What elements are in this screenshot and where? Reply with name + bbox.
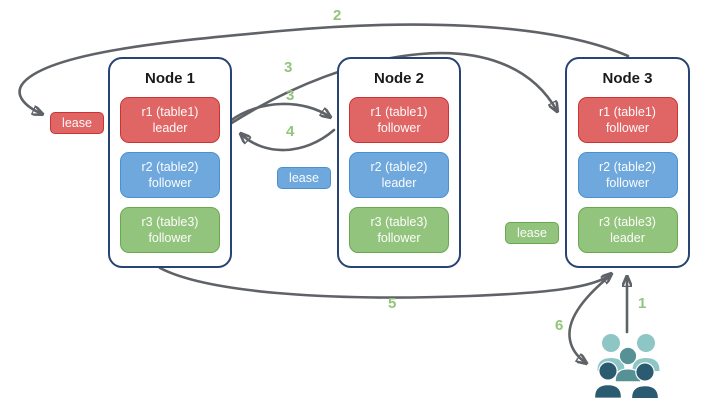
node-title: Node 1 <box>144 70 195 87</box>
replica-name: r3 (table3) <box>141 215 199 229</box>
replica-role: follower <box>148 176 192 190</box>
arrow-step-3-to-node2 <box>228 102 330 123</box>
replica-role: follower <box>148 231 192 245</box>
users-icon <box>594 332 661 398</box>
step-label-4: 4 <box>286 123 295 140</box>
step-label-5: 5 <box>388 295 397 312</box>
person-icon <box>594 361 623 398</box>
node-3-card: Node 3 r1 (table1) follower r2 (table2) … <box>565 57 690 268</box>
node3-replica-r2: r2 (table2) follower <box>577 152 678 198</box>
node2-replica-r3: r3 (table3) follower <box>349 207 449 253</box>
lease-badge-table2: lease <box>277 167 331 189</box>
node1-replica-r1: r1 (table1) leader <box>120 97 220 143</box>
replica-role: follower <box>605 176 650 190</box>
replica-name: r1 (table1) <box>599 105 656 119</box>
node2-replica-r2: r2 (table2) leader <box>349 152 449 198</box>
node3-replica-r3: r3 (table3) leader <box>577 207 678 253</box>
lease-badge-table3: lease <box>505 222 559 244</box>
node-title: Node 2 <box>373 70 424 87</box>
replica-role: leader <box>381 176 417 190</box>
replica-role: leader <box>152 121 188 135</box>
replica-name: r1 (table1) <box>370 105 428 119</box>
node2-replica-r1: r1 (table1) follower <box>349 97 449 143</box>
replica-name: r2 (table2) <box>370 160 428 174</box>
replica-role: follower <box>377 231 421 245</box>
node-title: Node 3 <box>602 70 653 87</box>
replica-role: follower <box>605 121 650 135</box>
step-label-3b: 3 <box>286 87 295 104</box>
replica-name: r3 (table3) <box>599 215 656 229</box>
step-label-3a: 3 <box>284 59 293 76</box>
step-label-6: 6 <box>555 317 564 334</box>
lease-badge-table1: lease <box>50 112 104 134</box>
replica-name: r3 (table3) <box>370 215 428 229</box>
step-label-2: 2 <box>333 7 342 24</box>
arrow-step-5 <box>158 266 611 299</box>
node1-replica-r2: r2 (table2) follower <box>120 152 220 198</box>
replica-name: r2 (table2) <box>599 160 656 174</box>
node-2-card: Node 2 r1 (table1) follower r2 (table2) … <box>337 57 461 268</box>
person-icon <box>630 362 660 398</box>
replica-name: r2 (table2) <box>141 160 199 174</box>
node-1-card: Node 1 r1 (table1) leader r2 (table2) fo… <box>108 57 232 268</box>
person-icon <box>614 346 642 383</box>
node3-replica-r1: r1 (table1) follower <box>577 97 678 143</box>
replica-role: follower <box>377 121 421 135</box>
node1-replica-r3: r3 (table3) follower <box>120 207 220 253</box>
replica-role: leader <box>610 231 645 245</box>
replica-name: r1 (table1) <box>141 105 199 119</box>
step-label-1: 1 <box>638 295 647 312</box>
person-icon <box>631 332 661 373</box>
